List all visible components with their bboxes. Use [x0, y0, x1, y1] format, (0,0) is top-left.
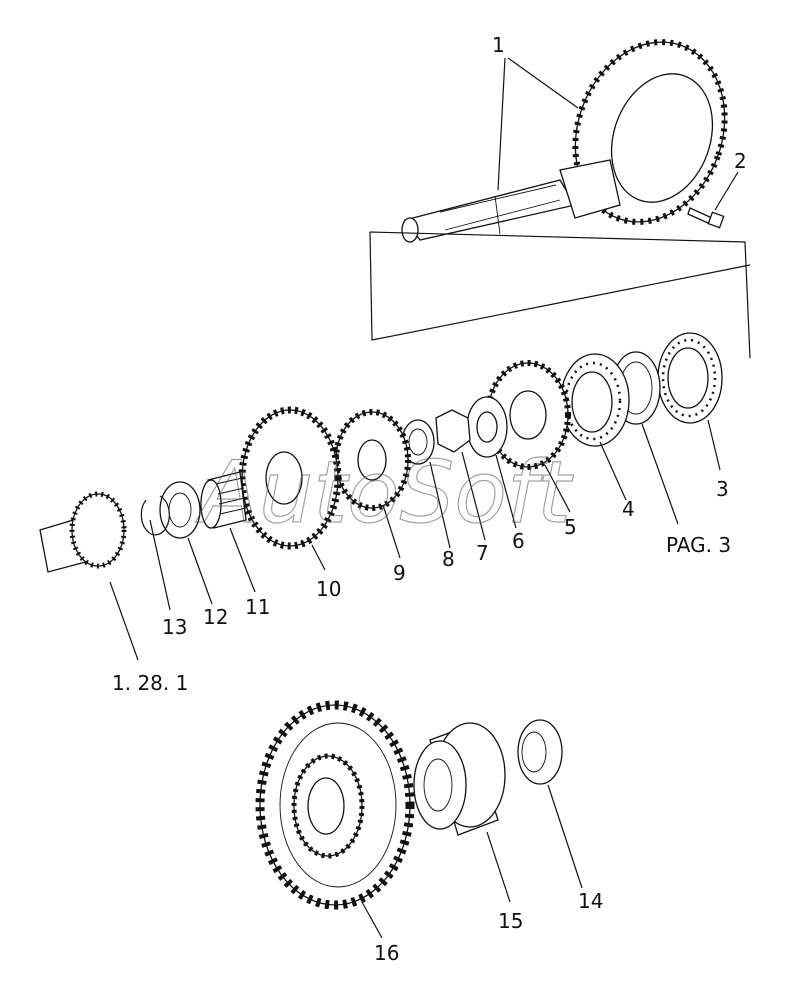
splined-hub-11 [200, 471, 247, 529]
bearing-4 [560, 353, 630, 447]
gear-5 [485, 360, 571, 470]
callout-16: 16 [374, 941, 399, 965]
callout-14: 14 [578, 889, 603, 913]
callout-2: 2 [734, 149, 747, 173]
crown-wheel-and-pinion [401, 39, 728, 243]
callout-labels: 1 2 3 4 5 6 7 8 9 10 11 12 13 14 15 16 P… [112, 33, 747, 965]
snap-ring-13 [140, 495, 170, 536]
callout-3: 3 [716, 477, 729, 501]
bolt [687, 207, 725, 229]
watermark: AutoSoft [195, 443, 574, 543]
callout-11: 11 [245, 595, 270, 619]
gear-16 [255, 700, 415, 910]
gear-9 [333, 409, 411, 511]
callout-10: 10 [316, 577, 341, 601]
callout-15: 15 [498, 909, 523, 933]
callout-13: 13 [162, 615, 187, 639]
bearing-3 [657, 332, 723, 424]
needle-bearing-14 [517, 719, 563, 785]
gear-10 [238, 406, 342, 550]
grouping-frame [369, 231, 751, 359]
leader-lines [109, 57, 739, 939]
callout-8: 8 [442, 547, 455, 571]
callout-9: 9 [393, 561, 406, 585]
callout-4: 4 [622, 497, 635, 521]
callout-7: 7 [476, 541, 489, 565]
ring-12 [159, 481, 201, 539]
callout-1: 1 [492, 33, 505, 57]
collar-6 [466, 396, 508, 458]
callout-5: 5 [564, 515, 577, 539]
nut-7 [435, 409, 471, 453]
sleeve-15 [413, 722, 506, 836]
callout-reference: 1. 28. 1 [112, 671, 188, 695]
callout-pag-3: PAG. 3 [666, 533, 731, 557]
callout-6: 6 [512, 529, 525, 553]
callout-12: 12 [203, 605, 228, 629]
drive-shaft [39, 491, 127, 573]
